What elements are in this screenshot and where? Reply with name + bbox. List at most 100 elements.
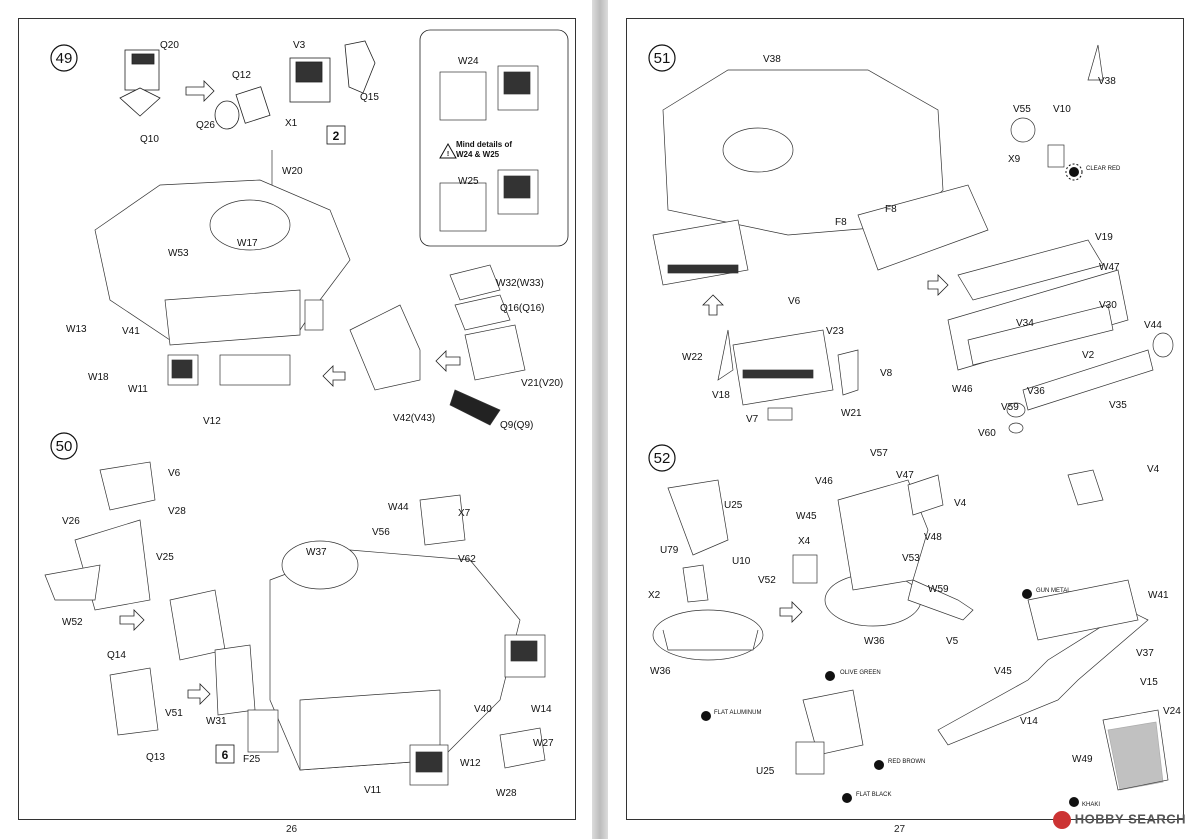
paint-khaki-icon bbox=[1069, 797, 1079, 807]
label-w32: W32(W33) bbox=[496, 278, 544, 289]
assembly-arrow-5 bbox=[187, 683, 211, 705]
paint-clear-red-label: CLEAR RED bbox=[1086, 166, 1121, 172]
label-w22: W22 bbox=[682, 352, 703, 363]
label-q20: Q20 bbox=[160, 40, 179, 51]
label-v40: V40 bbox=[474, 704, 492, 715]
paint-khaki-label: KHAKI bbox=[1082, 802, 1100, 808]
paint-flat-aluminum-label: FLAT ALUMINUM bbox=[714, 710, 761, 716]
label-v36: V36 bbox=[1027, 386, 1045, 397]
label-x1: X1 bbox=[285, 118, 298, 129]
mg-mount-52 bbox=[837, 479, 929, 591]
part-x9-shape bbox=[1047, 144, 1065, 168]
svg-text:!: ! bbox=[447, 151, 449, 158]
part-w22-shape bbox=[717, 329, 734, 381]
label-u25-a: U25 bbox=[724, 500, 743, 511]
label-v5: V5 bbox=[946, 636, 959, 647]
label-v35: V35 bbox=[1109, 400, 1127, 411]
paint-flat-black-label: FLAT BLACK bbox=[856, 792, 891, 798]
assembly-arrow-6 bbox=[702, 294, 724, 316]
label-f25: F25 bbox=[243, 754, 261, 765]
label-w24: W24 bbox=[458, 56, 479, 67]
label-v12: V12 bbox=[203, 416, 221, 427]
part-v21-shape bbox=[464, 324, 526, 381]
label-v25: V25 bbox=[156, 552, 174, 563]
paint-gun-metal-icon bbox=[1022, 589, 1032, 599]
label-x9: X9 bbox=[1008, 154, 1021, 165]
part-v28-shape bbox=[99, 461, 156, 511]
label-v3: V3 bbox=[293, 40, 306, 51]
label-v60: V60 bbox=[978, 428, 996, 439]
front-stowage-51 bbox=[652, 219, 749, 286]
paint-flat-aluminum-icon bbox=[701, 711, 711, 721]
label-v48: V48 bbox=[924, 532, 942, 543]
turret-hatch-49 bbox=[209, 199, 291, 251]
right-page: 51 bbox=[608, 0, 1200, 839]
part-w52-shape bbox=[44, 564, 101, 601]
part-v60-shape bbox=[1008, 422, 1024, 434]
step-50-number: 50 bbox=[56, 438, 73, 455]
step-52-number: 52 bbox=[654, 450, 671, 467]
label-w28: W28 bbox=[496, 788, 517, 799]
part-v38-shape bbox=[1087, 44, 1104, 81]
part-q16-shape bbox=[454, 294, 511, 331]
label-v44: V44 bbox=[1144, 320, 1162, 331]
label-v14: V14 bbox=[1020, 716, 1038, 727]
label-v41: V41 bbox=[122, 326, 140, 337]
page-number-left: 26 bbox=[286, 824, 298, 835]
label-w46: W46 bbox=[952, 384, 973, 395]
label-u79: U79 bbox=[660, 545, 679, 556]
part-v47-shape bbox=[907, 474, 944, 516]
part-v34-shape bbox=[967, 304, 1114, 366]
sprue-number-50: 6 bbox=[222, 748, 229, 762]
label-x7: X7 bbox=[458, 508, 471, 519]
label-w11: W11 bbox=[128, 384, 148, 395]
part-x2-shape bbox=[682, 564, 709, 603]
callout-note-w24-w25: Mind details of W24 & W25 bbox=[456, 140, 512, 159]
label-w47: W47 bbox=[1099, 262, 1120, 273]
label-v19: V19 bbox=[1095, 232, 1113, 243]
label-v23: V23 bbox=[826, 326, 844, 337]
step-50-circle bbox=[50, 432, 78, 460]
label-q12: Q12 bbox=[232, 70, 251, 81]
label-v38-b: V38 bbox=[1098, 76, 1116, 87]
part-w31-shape bbox=[247, 709, 279, 753]
label-w14: W14 bbox=[531, 704, 552, 715]
label-v10: V10 bbox=[1053, 104, 1071, 115]
label-w27: W27 bbox=[533, 738, 554, 749]
label-v62: V62 bbox=[458, 554, 476, 565]
step-49-number: 49 bbox=[56, 50, 73, 67]
rack-51 bbox=[857, 184, 989, 271]
right-page-drawing: 51 bbox=[648, 44, 1181, 808]
part-v55-shape bbox=[1010, 117, 1036, 143]
stowage-box-49 bbox=[349, 304, 421, 391]
part-w36-base-left bbox=[662, 629, 759, 651]
label-w37: W37 bbox=[306, 547, 327, 558]
part-q20-detail bbox=[131, 53, 155, 65]
label-w20: W20 bbox=[282, 166, 303, 177]
warning-icon bbox=[439, 142, 457, 159]
label-v11: V11 bbox=[364, 785, 381, 796]
label-v42: V42(V43) bbox=[393, 413, 435, 424]
step-51-circle bbox=[648, 44, 676, 72]
label-v4-b: V4 bbox=[1147, 464, 1160, 475]
right-page-frame bbox=[626, 18, 1184, 820]
step-52-circle bbox=[648, 444, 676, 472]
part-w25-frame bbox=[439, 182, 487, 232]
part-q9-shape bbox=[449, 389, 501, 426]
part-v35-shape bbox=[1022, 349, 1154, 411]
smoke-launcher-49 bbox=[304, 299, 324, 331]
step-51-number: 51 bbox=[654, 50, 671, 67]
label-v2: V2 bbox=[1082, 350, 1095, 361]
part-q14-shape bbox=[214, 644, 256, 716]
part-q10-shape bbox=[119, 87, 161, 117]
label-w53: W53 bbox=[168, 248, 189, 259]
assembly-arrow-1 bbox=[185, 80, 215, 102]
part-w24-frame bbox=[439, 71, 487, 121]
label-q13: Q13 bbox=[146, 752, 165, 763]
label-v53: V53 bbox=[902, 553, 920, 564]
label-q26: Q26 bbox=[196, 120, 215, 131]
label-v28: V28 bbox=[168, 506, 186, 517]
label-v45: V45 bbox=[994, 666, 1012, 677]
part-v19-shape bbox=[957, 239, 1104, 301]
label-w59: W59 bbox=[928, 584, 949, 595]
